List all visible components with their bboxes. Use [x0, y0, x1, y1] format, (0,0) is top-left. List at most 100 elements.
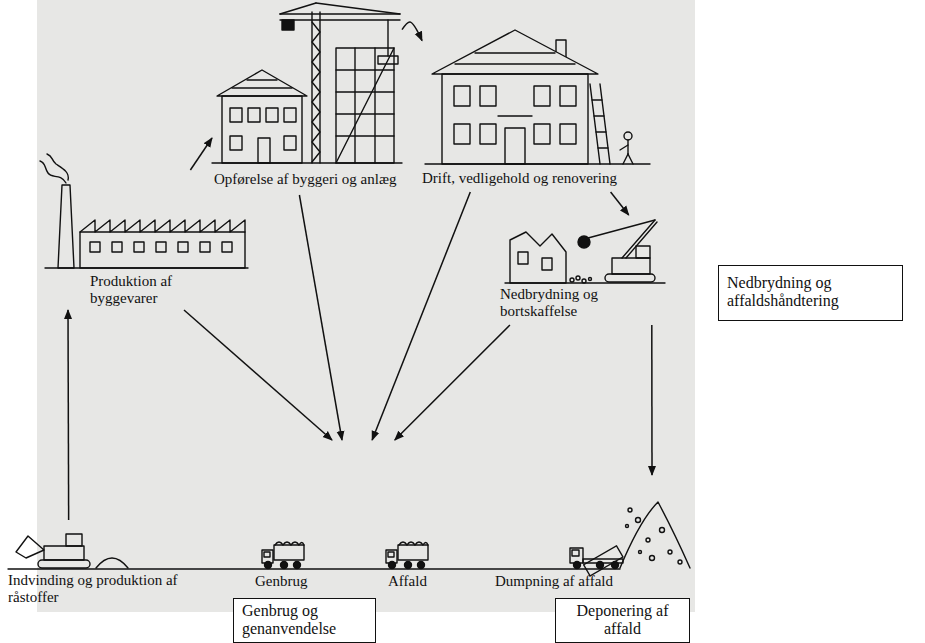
excavator-drawing — [38, 560, 90, 568]
demolition-drawing — [589, 278, 592, 281]
waste-pile-drawing — [628, 508, 632, 512]
construction-drawing — [232, 87, 292, 88]
house-drawing — [432, 30, 598, 74]
truck-drawing — [418, 562, 425, 569]
house-drawing — [454, 124, 470, 144]
house-drawing — [627, 140, 628, 154]
truck-drawing — [275, 542, 304, 545]
demolition-drawing — [510, 232, 566, 283]
flow-arrow — [395, 325, 510, 440]
truck-drawing — [294, 562, 301, 569]
construction-drawing — [280, 19, 400, 20]
house-drawing — [620, 145, 628, 150]
dump-truck-drawing — [612, 562, 619, 569]
house-drawing — [454, 86, 470, 106]
construction-drawing — [284, 136, 296, 150]
waste-pile-drawing — [626, 525, 629, 528]
house-drawing — [600, 84, 610, 164]
construction-drawing — [336, 113, 394, 114]
waste-pile-drawing — [650, 556, 655, 561]
construction-drawing — [230, 108, 242, 122]
flow-arrow — [372, 192, 470, 440]
construction-drawing — [258, 138, 270, 163]
house-drawing — [480, 124, 496, 144]
truck-drawing — [399, 542, 428, 545]
construction-drawing — [212, 3, 402, 163]
construction-drawing — [336, 69, 394, 70]
stage-caption: Genbrug — [255, 573, 335, 590]
dump-truck-drawing — [574, 562, 581, 569]
excavator-drawing — [66, 534, 82, 546]
dump-truck-drawing — [597, 562, 604, 569]
house-drawing — [498, 115, 532, 116]
waste-pile-drawing — [620, 502, 690, 568]
construction-drawing — [387, 20, 388, 56]
process-stage: Indvinding og produktion af råstoffer — [6, 520, 180, 610]
construction-drawing — [319, 12, 320, 163]
demolition-drawing — [605, 274, 655, 282]
stage-caption: Drift, vedligehold og renovering — [422, 170, 650, 187]
house-drawing — [560, 124, 576, 144]
house-drawing — [624, 132, 632, 140]
flow-arrow — [402, 22, 422, 41]
house-drawing — [598, 147, 608, 148]
house-drawing — [425, 163, 650, 164]
truck-drawing — [264, 552, 270, 557]
process-stage: Opførelse af byggeri og anlæg — [212, 5, 402, 195]
construction-drawing — [336, 48, 394, 163]
construction-drawing — [248, 108, 260, 122]
construction-drawing — [266, 108, 278, 122]
demolition-drawing — [570, 278, 574, 282]
construction-drawing — [336, 135, 394, 136]
callout-text: Deponering af affald — [564, 602, 681, 639]
dump-truck-drawing — [572, 550, 579, 556]
excavator-drawing — [96, 558, 128, 568]
construction-drawing — [280, 3, 316, 14]
truck-drawing — [281, 562, 288, 569]
construction-drawing — [312, 22, 320, 162]
house-drawing — [475, 52, 555, 53]
construction-drawing — [284, 108, 296, 122]
stage-caption: Dumpning af affald — [495, 573, 645, 590]
process-stage: Genbrug — [250, 440, 350, 595]
construction-drawing — [222, 96, 302, 163]
construction-drawing — [217, 70, 307, 96]
demolition-drawing — [588, 220, 655, 238]
excavator-drawing — [8, 568, 620, 569]
dump-truck-drawing — [570, 546, 623, 576]
house-drawing — [560, 86, 576, 106]
factory-drawing — [58, 185, 74, 268]
house-drawing — [592, 99, 602, 100]
house-drawing — [480, 86, 496, 106]
factory-drawing — [47, 154, 68, 180]
demolition-drawing — [626, 222, 657, 258]
waste-pile-drawing — [678, 560, 682, 564]
demolition-drawing — [636, 246, 650, 258]
demolition-drawing — [576, 276, 580, 280]
process-stage: Nedbrydning og bortskaffelse — [500, 215, 665, 325]
truck-drawing — [388, 552, 394, 557]
stage-caption: Nedbrydning og bortskaffelse — [500, 286, 606, 321]
truck-drawing — [386, 542, 428, 569]
waste-pile-drawing — [660, 528, 665, 533]
waste-pile-drawing — [620, 502, 690, 568]
truck-drawing — [405, 562, 412, 569]
process-stage: Drift, vedligehold og renovering — [422, 20, 652, 192]
stage-caption: Affald — [388, 573, 438, 590]
flow-arrow — [67, 310, 69, 520]
demolition-drawing — [542, 258, 552, 270]
truck-drawing — [262, 542, 304, 569]
construction-drawing — [316, 3, 400, 14]
waste-pile-drawing — [639, 551, 642, 554]
demolition-drawing — [612, 258, 650, 274]
construction-drawing — [336, 91, 394, 92]
callout-text: Genbrug og genanvendelse — [242, 602, 367, 639]
house-drawing — [442, 74, 588, 164]
house-drawing — [590, 84, 600, 164]
house-drawing — [623, 154, 628, 164]
construction-drawing — [247, 79, 277, 80]
callout-box: Deponering af affald — [555, 598, 690, 643]
waste-pile-drawing — [636, 518, 641, 523]
factory-drawing — [156, 242, 166, 252]
